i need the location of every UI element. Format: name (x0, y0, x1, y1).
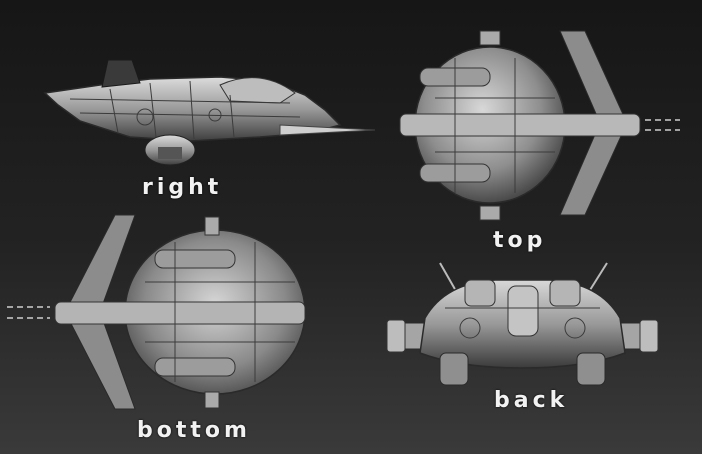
label-right: right (142, 175, 223, 200)
label-top: top (493, 228, 547, 253)
ship-back-view (385, 258, 660, 393)
ship-right-view (40, 55, 380, 170)
ship-bottom-view (5, 212, 315, 412)
ship-top-view (395, 28, 690, 223)
label-back: back (494, 388, 569, 413)
label-bottom: bottom (137, 418, 251, 443)
